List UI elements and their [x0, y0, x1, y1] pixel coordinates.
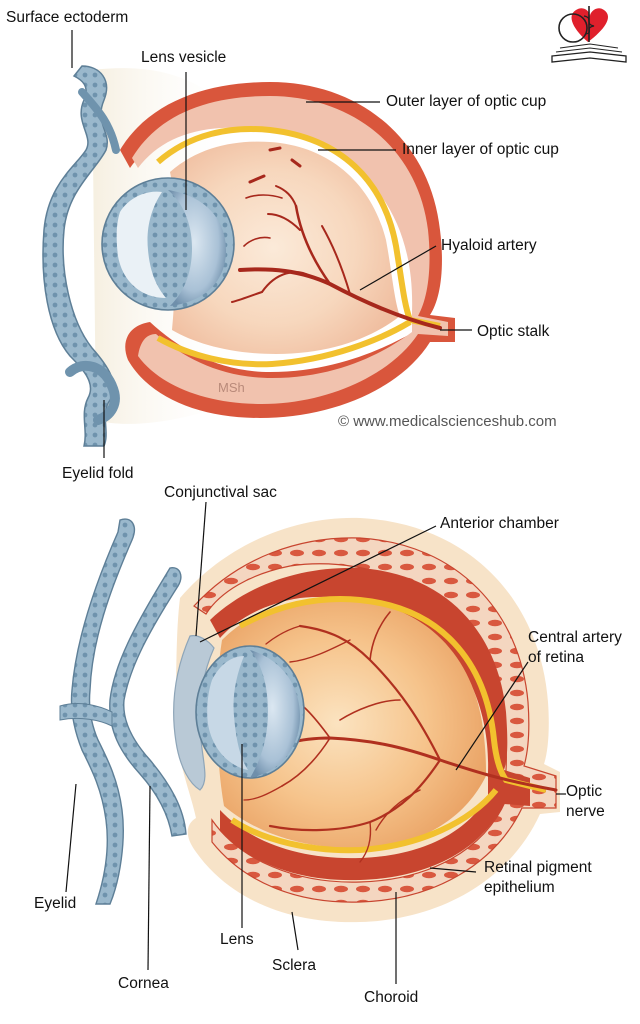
- label-optic-nerve-2: nerve: [566, 803, 605, 820]
- vitreous-interior: [170, 141, 400, 354]
- label-sclera: Sclera: [272, 957, 316, 974]
- fetal-eye-diagram: Conjunctival sac Anterior chamber Centra…: [34, 484, 622, 1006]
- label-outer-layer: Outer layer of optic cup: [386, 93, 546, 110]
- leader-conjunctival-sac: [195, 501, 207, 637]
- embryonic-eye-diagram: MSh © www.medicalscienceshub.com Surface…: [6, 9, 559, 482]
- label-conjunctival-sac: Conjunctival sac: [164, 484, 277, 501]
- label-eyelid: Eyelid: [34, 895, 76, 912]
- eyelid-fold-shape: [65, 360, 120, 425]
- surface-ectoderm-band: [42, 65, 115, 447]
- hyaloid-artery-vessels: [231, 146, 442, 330]
- leader-eyelid: [65, 783, 77, 893]
- retinal-vessels: [243, 611, 558, 863]
- lens-vesicle-core: [168, 190, 226, 306]
- leader-sclera: [291, 911, 299, 951]
- leader-rpe: [429, 867, 477, 873]
- label-rpe-2: epithelium: [484, 879, 555, 896]
- label-central-artery-1: Central artery: [528, 629, 622, 646]
- label-optic-stalk: Optic stalk: [477, 323, 550, 340]
- label-lens: Lens: [220, 931, 254, 948]
- leader-hyaloid-artery: [359, 245, 437, 291]
- label-optic-nerve-1: Optic: [566, 783, 602, 800]
- retinal-pigment-epithelium-layer: [210, 567, 530, 881]
- leader-cornea: [147, 785, 151, 971]
- label-surface-ectoderm: Surface ectoderm: [6, 9, 128, 26]
- leader-anterior-chamber: [199, 525, 437, 643]
- label-eyelid-fold: Eyelid fold: [62, 465, 134, 482]
- inner-layer-yellow-line-lower: [156, 319, 412, 368]
- retina-yellow-line-lower: [230, 788, 499, 854]
- retina-yellow-line: [238, 596, 547, 793]
- label-central-artery-2: of retina: [528, 649, 584, 666]
- label-inner-layer: Inner layer of optic cup: [402, 141, 559, 158]
- label-hyaloid-artery: Hyaloid artery: [441, 237, 537, 254]
- label-cornea: Cornea: [118, 975, 169, 992]
- lens-vesicle-lumen: [116, 191, 166, 298]
- cornea-shape: [173, 635, 215, 791]
- ectoderm-fold-upper: [78, 88, 120, 154]
- eyelid-junction: [59, 703, 113, 727]
- upper-eyelid-band: [70, 518, 136, 905]
- lens-core: [250, 650, 300, 778]
- inner-layer-yellow-line: [156, 126, 441, 329]
- label-anterior-chamber: Anterior chamber: [440, 515, 559, 532]
- watermark: © www.medicalscienceshub.com: [338, 413, 557, 430]
- leader-central-artery: [455, 661, 529, 771]
- label-lens-vesicle: Lens vesicle: [141, 49, 226, 66]
- label-choroid: Choroid: [364, 989, 418, 1006]
- label-rpe-1: Retinal pigment: [484, 859, 592, 876]
- lens-anterior: [207, 656, 248, 770]
- conjunctival-sac-band: [109, 567, 187, 837]
- artist-signature: MSh: [218, 380, 245, 395]
- optic-cup-inner-layer: [132, 96, 448, 404]
- medicalscienceshub-logo: [551, 6, 627, 63]
